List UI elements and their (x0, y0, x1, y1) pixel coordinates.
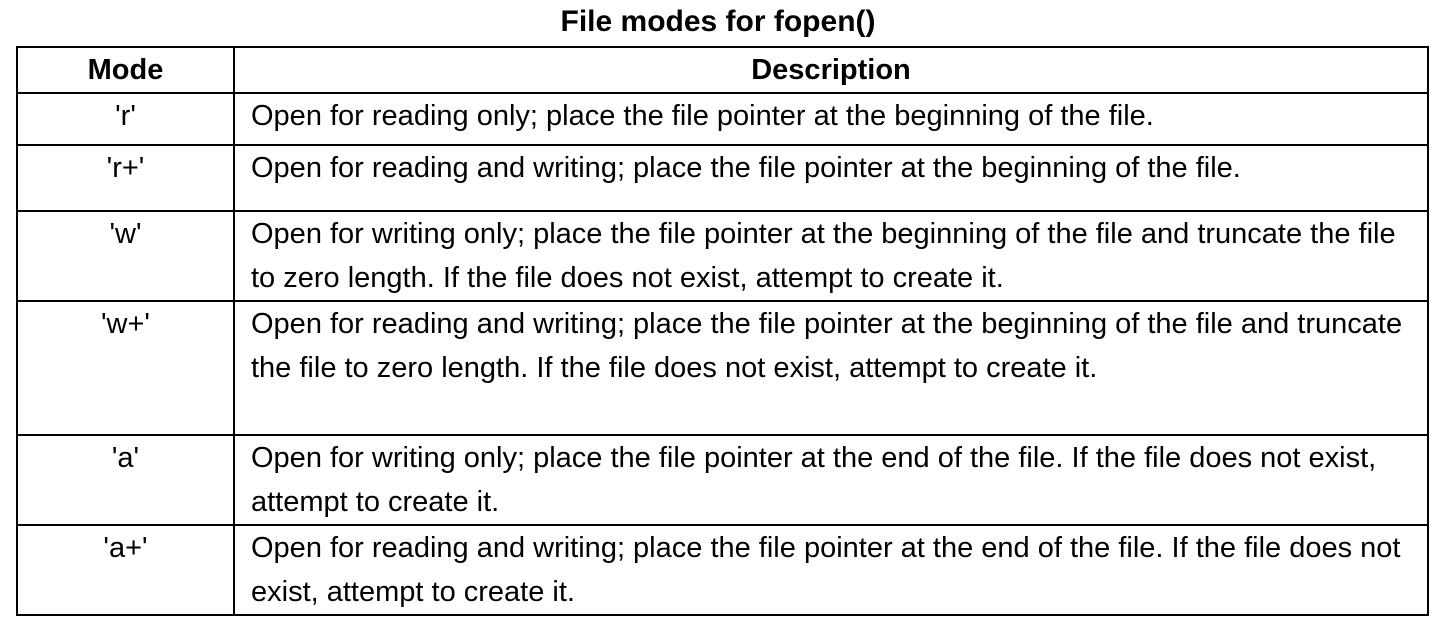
description-cell: Open for reading and writing; place the … (233, 300, 1429, 436)
table-header-row: Mode Description (16, 46, 1429, 94)
description-cell: Open for writing only; place the file po… (233, 434, 1429, 526)
mode-cell: 'a+' (16, 524, 235, 616)
description-cell: Open for reading and writing; place the … (233, 144, 1429, 212)
description-cell: Open for reading only; place the file po… (233, 92, 1429, 146)
mode-cell: 'w+' (16, 300, 235, 436)
table-row: 'w' Open for writing only; place the fil… (16, 210, 1429, 302)
mode-column-header: Mode (16, 46, 235, 94)
mode-cell: 'w' (16, 210, 235, 302)
table-row: 'r+' Open for reading and writing; place… (16, 144, 1429, 212)
mode-cell: 'r+' (16, 144, 235, 212)
mode-cell: 'a' (16, 434, 235, 526)
table-row: 'a' Open for writing only; place the fil… (16, 434, 1429, 526)
table-row: 'r' Open for reading only; place the fil… (16, 92, 1429, 146)
mode-cell: 'r' (16, 92, 235, 146)
file-modes-table: Mode Description 'r' Open for reading on… (16, 46, 1429, 616)
table-row: 'w+' Open for reading and writing; place… (16, 300, 1429, 436)
description-cell: Open for reading and writing; place the … (233, 524, 1429, 616)
description-column-header: Description (233, 46, 1429, 94)
table-row: 'a+' Open for reading and writing; place… (16, 524, 1429, 616)
description-cell: Open for writing only; place the file po… (233, 210, 1429, 302)
page-title: File modes for fopen() (560, 5, 876, 38)
